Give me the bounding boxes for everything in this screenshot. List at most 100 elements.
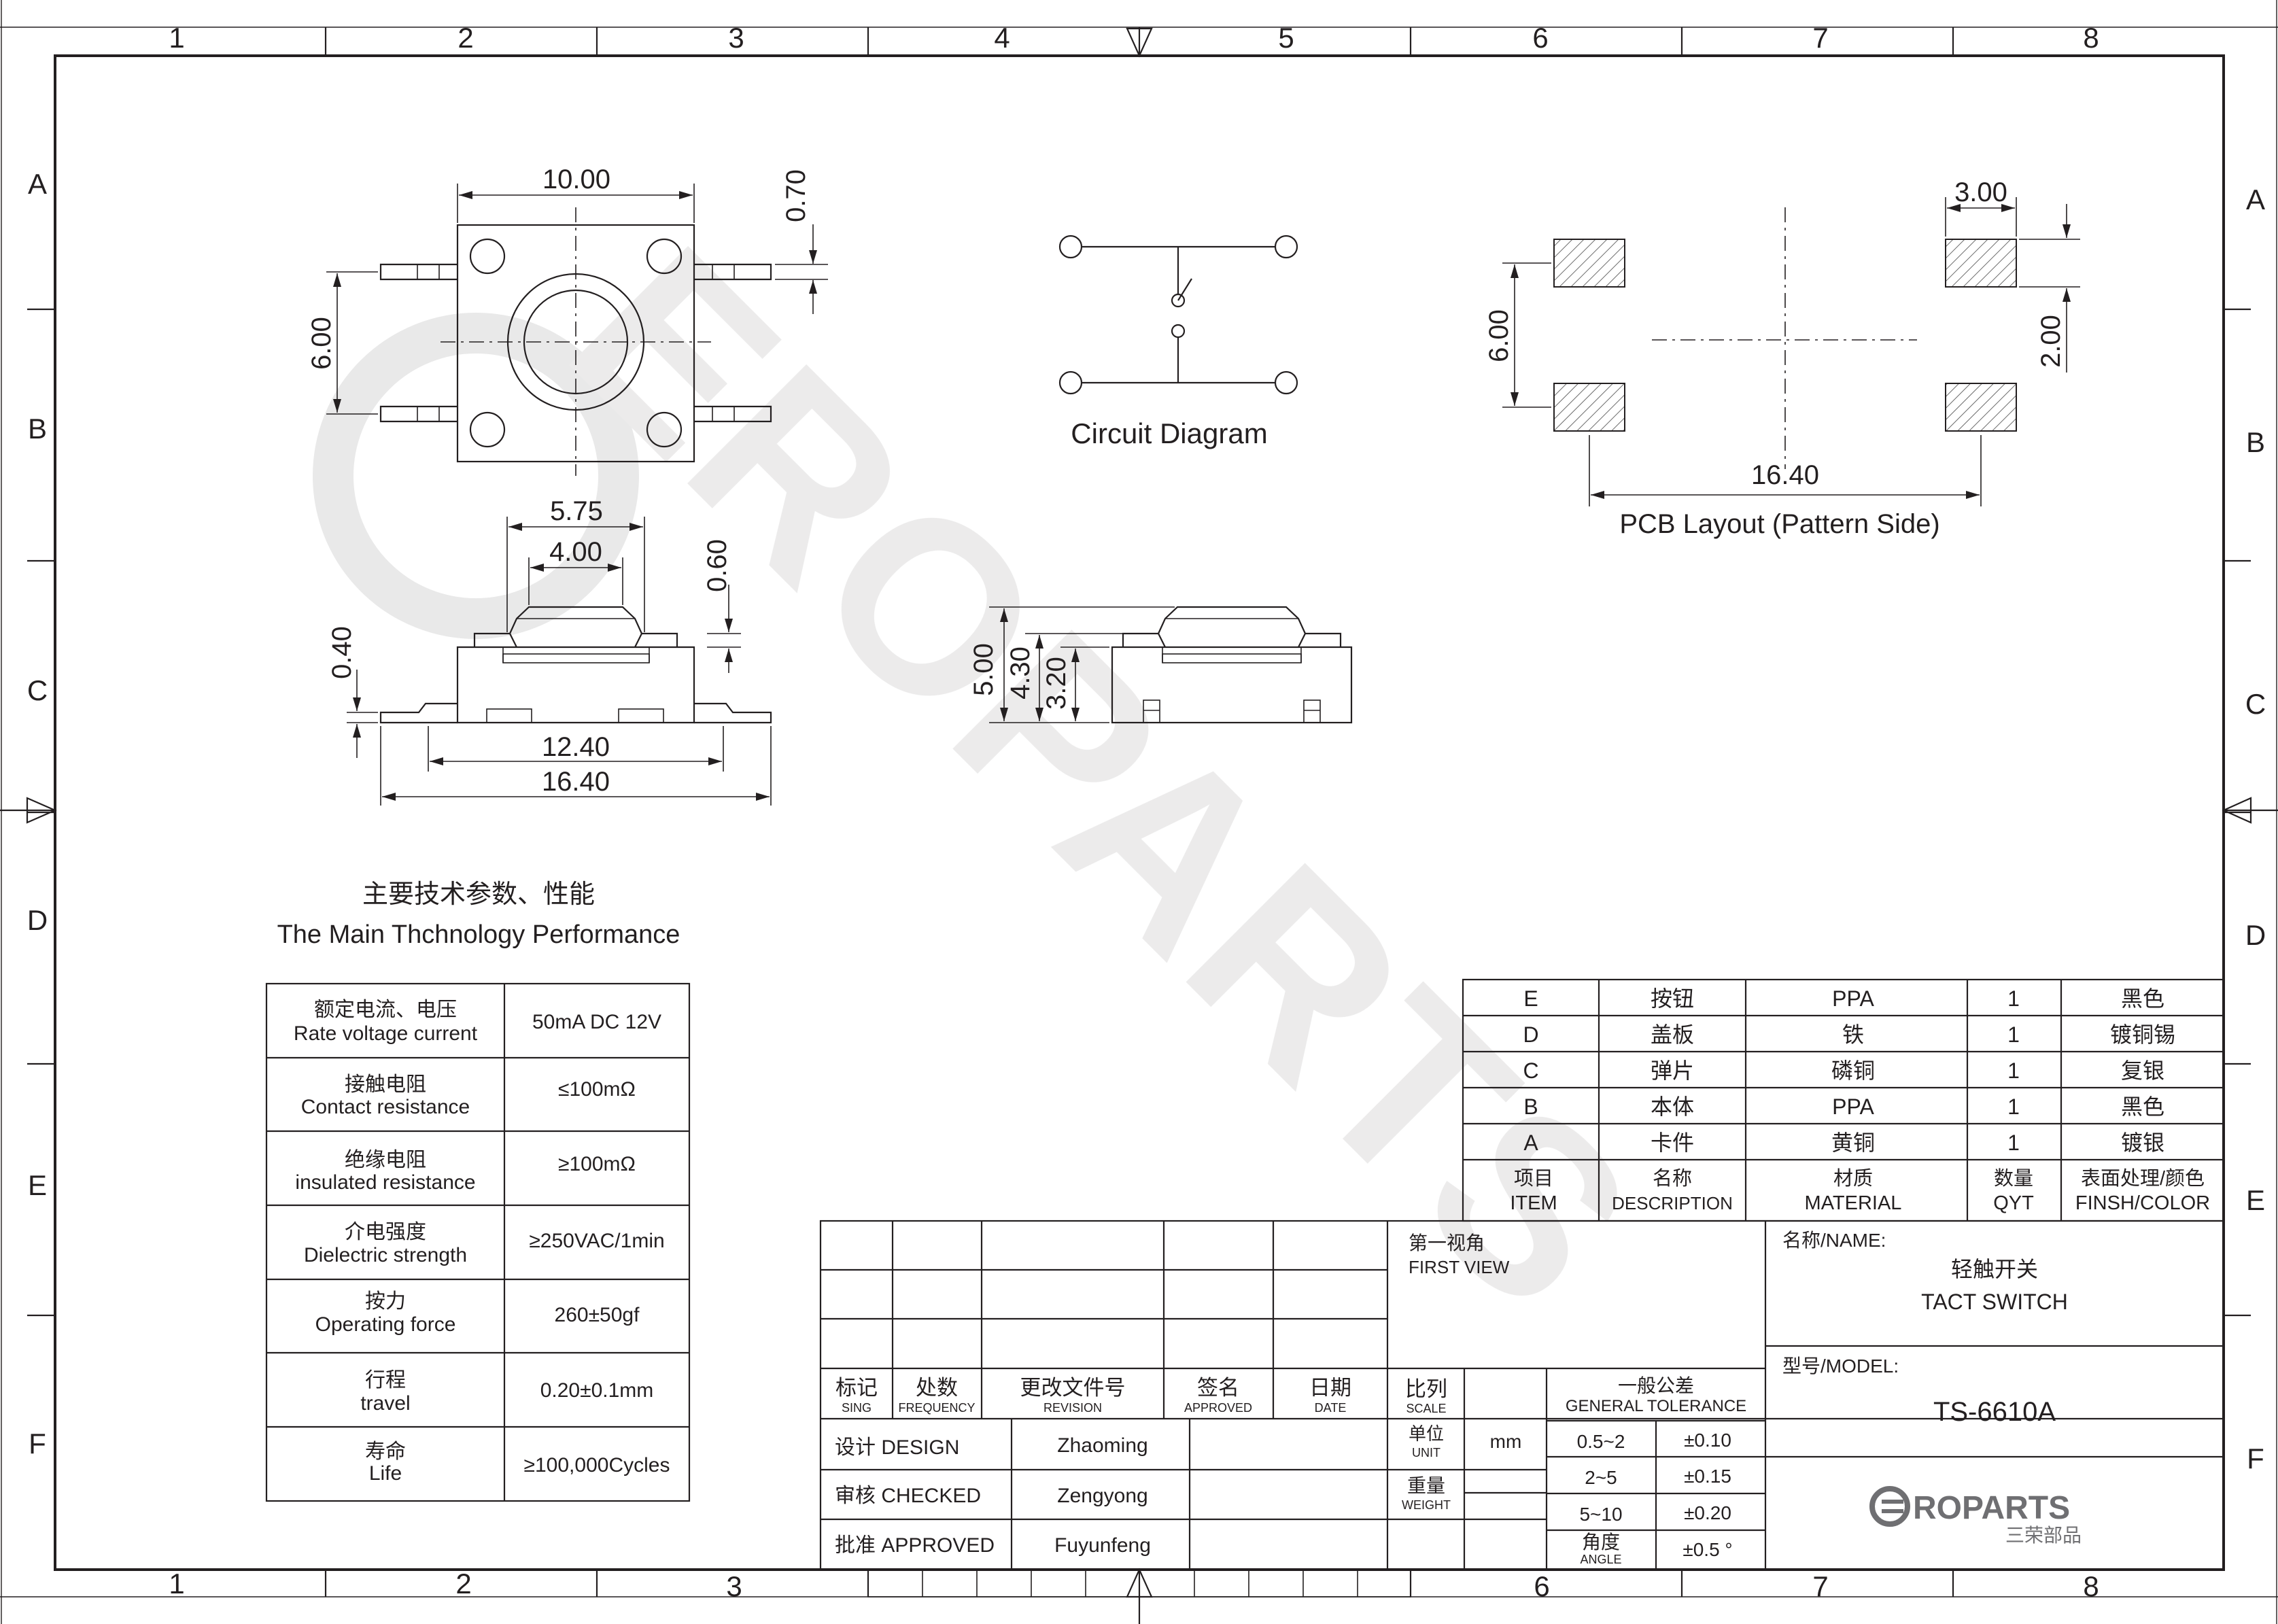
bom-row-4-finish: 黑色 <box>2121 1094 2164 1119</box>
top-view: 10.00 6.00 0.70 <box>307 165 828 476</box>
col-label-3: 3 <box>728 22 744 54</box>
col-label-4: 4 <box>994 22 1009 54</box>
tol-range-2: 2~5 <box>1585 1467 1617 1488</box>
perf-row-5-value: 260±50gf <box>555 1304 640 1326</box>
dim-side-e: 12.40 <box>542 732 610 762</box>
bom-header-item-cn: 项目 <box>1514 1168 1553 1190</box>
bom-header-qty-cn: 数量 <box>1994 1167 2033 1190</box>
checked-name: Zengyong <box>1057 1485 1147 1507</box>
pcb-pad-top-right <box>1945 239 2017 288</box>
bom-table: E 按钮 PPA 1 黑色 D 盖板 铁 1 镀铜锡 C 弹片 磷铜 1 复银 … <box>1462 978 2225 1222</box>
col-label-6: 6 <box>1532 22 1548 54</box>
rev-approved-en: APPROVED <box>1184 1401 1252 1415</box>
dim-side-c: 0.60 <box>702 539 732 592</box>
col-label-2-bottom: 2 <box>455 1568 471 1600</box>
perf-row-5-cn: 按力 <box>365 1290 406 1313</box>
watermark: EROPARTS <box>313 197 1686 1362</box>
logo-text: ROPARTS <box>1913 1490 2070 1526</box>
view-cn: 第一视角 <box>1409 1232 1485 1254</box>
bom-row-1-qty: 1 <box>2007 986 2020 1011</box>
bom-row-1-desc: 按钮 <box>1651 986 1694 1011</box>
dim-height-a: 5.00 <box>969 643 999 696</box>
bom-header-item-en: ITEM <box>1510 1192 1557 1214</box>
perf-row-7-value: ≥100,000Cycles <box>524 1454 670 1476</box>
tolerance-cn: 一般公差 <box>1618 1375 1694 1396</box>
perf-row-3-value: ≥100mΩ <box>558 1153 636 1175</box>
tol-range-3: 5~10 <box>1579 1504 1622 1525</box>
angle-cn: 角度 <box>1582 1532 1620 1553</box>
bom-row-4-desc: 本体 <box>1651 1094 1694 1119</box>
bom-row-2-item: D <box>1523 1022 1538 1047</box>
rev-revision-en: REVISION <box>1043 1401 1102 1415</box>
row-label-e-right: E <box>2246 1184 2265 1216</box>
name-label: 名称/NAME: <box>1782 1230 1886 1251</box>
bom-header-material-en: MATERIAL <box>1805 1192 1902 1214</box>
pcb-pad-bottom-left <box>1553 383 1625 432</box>
col-label-2: 2 <box>458 22 473 54</box>
rev-date-en: DATE <box>1315 1401 1347 1415</box>
row-label-d-right: D <box>2245 919 2266 951</box>
rev-freq-cn: 处数 <box>916 1376 958 1400</box>
pcb-pad-top-left <box>1553 239 1625 288</box>
unit-value: mm <box>1490 1431 1522 1452</box>
rev-sing-cn: 标记 <box>835 1376 878 1400</box>
rev-approved-cn: 签名 <box>1197 1376 1239 1400</box>
col-label-1-bottom: 1 <box>169 1568 184 1600</box>
col-label-5: 5 <box>1278 22 1294 54</box>
tol-value-3: ±0.20 <box>1684 1502 1731 1523</box>
dim-top-lead: 0.70 <box>781 169 811 222</box>
perf-row-2-en: Contact resistance <box>301 1096 470 1118</box>
rev-revision-cn: 更改文件号 <box>1020 1376 1126 1400</box>
bom-row-2-qty: 1 <box>2007 1022 2020 1047</box>
col-label-6-bottom: 6 <box>1534 1570 1549 1602</box>
watermark-text: EROPARTS <box>521 197 1686 1362</box>
angle-tol: ±0.5 ° <box>1682 1539 1732 1560</box>
col-label-3-bottom: 3 <box>726 1570 742 1602</box>
col-label-7-bottom: 7 <box>1812 1570 1828 1602</box>
dim-side-d: 0.40 <box>327 626 357 679</box>
approved-label: 批准 APPROVED <box>835 1534 995 1557</box>
perf-row-4-en: Dielectric strength <box>304 1244 467 1266</box>
design-name: Zhaoming <box>1057 1434 1147 1457</box>
perf-row-6-en: travel <box>360 1392 410 1415</box>
bom-header-finish-cn: 表面处理/颜色 <box>2081 1167 2205 1190</box>
bom-row-1-item: E <box>1523 986 1538 1011</box>
dim-side-a: 5.75 <box>550 496 603 526</box>
performance-title-cn: 主要技术参数、性能 <box>362 880 595 909</box>
rev-sing-en: SING <box>842 1401 871 1415</box>
row-label-f: F <box>29 1428 46 1459</box>
title-block: 标记 SING 处数 FREQUENCY 更改文件号 REVISION 签名 A… <box>819 1220 2225 1597</box>
bom-row-5-finish: 镀银 <box>2121 1130 2164 1155</box>
perf-row-3-en: insulated resistance <box>295 1171 475 1194</box>
checked-label: 审核 CHECKED <box>835 1485 981 1507</box>
col-label-8: 8 <box>2083 22 2099 54</box>
bom-row-4-item: B <box>1523 1094 1538 1119</box>
angle-en: ANGLE <box>1580 1553 1621 1566</box>
dim-side-b: 4.00 <box>549 537 602 567</box>
side-view: 5.75 4.00 0.60 0.40 12.40 16.40 <box>327 496 772 806</box>
bom-row-4-qty: 1 <box>2007 1094 2020 1119</box>
bom-header-desc-en: DESCRIPTION <box>1612 1193 1733 1213</box>
pcb-pad-bottom-right <box>1945 383 2017 432</box>
row-label-e: E <box>28 1169 47 1201</box>
weight-en: WEIGHT <box>1402 1498 1451 1512</box>
tolerance-en: GENERAL TOLERANCE <box>1566 1397 1746 1415</box>
scale-cn: 比列 <box>1405 1377 1447 1401</box>
bom-row-3-qty: 1 <box>2007 1058 2020 1083</box>
perf-row-3-cn: 绝缘电阻 <box>345 1149 426 1171</box>
height-view: 5.00 4.30 3.20 <box>969 606 1353 724</box>
perf-row-7-cn: 寿命 <box>365 1440 406 1463</box>
perf-row-1-value: 50mA DC 12V <box>532 1011 661 1033</box>
bom-row-5-material: 黄铜 <box>1831 1130 1875 1155</box>
perf-row-2-cn: 接触电阻 <box>345 1073 426 1096</box>
bom-header-qty-en: QYT <box>1993 1192 2034 1214</box>
company-logo: ROPARTS 三荣部品 <box>1869 1486 2082 1546</box>
col-label-8-bottom: 8 <box>2083 1570 2099 1602</box>
tol-value-1: ±0.10 <box>1684 1430 1731 1451</box>
dim-height-b: 4.30 <box>1005 646 1035 699</box>
bom-row-3-item: C <box>1523 1058 1538 1083</box>
dim-top-width: 10.00 <box>542 165 610 194</box>
dim-pcb-pad-height: 2.00 <box>2036 315 2066 368</box>
perf-row-5-en: Operating force <box>315 1313 456 1336</box>
